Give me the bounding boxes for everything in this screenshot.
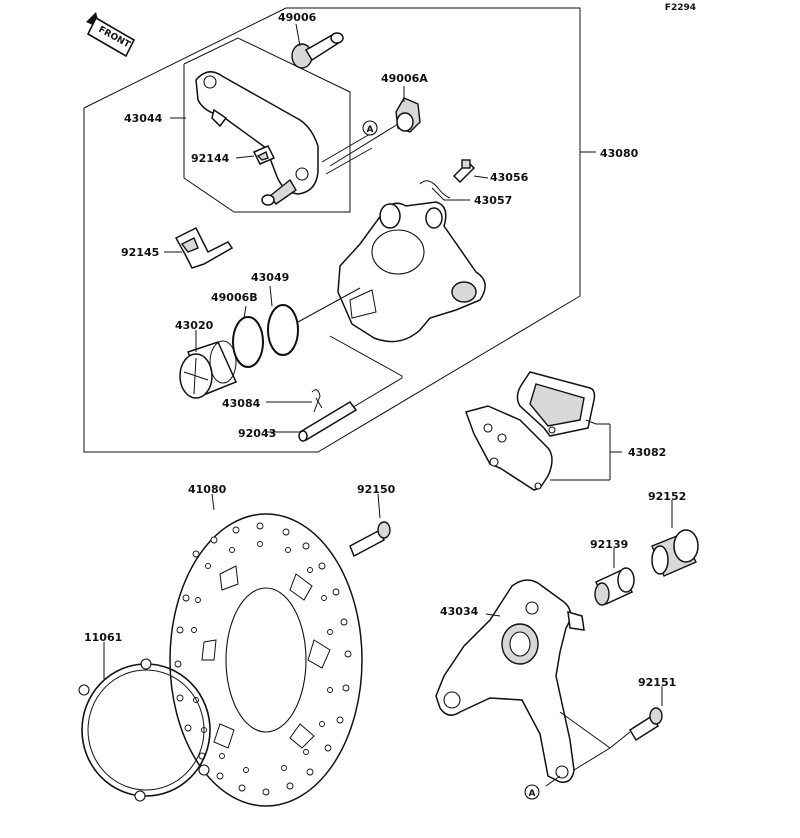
leader-lines: [103, 23, 673, 787]
callout-92151: 92151: [638, 676, 677, 689]
clip-92144: [252, 145, 276, 165]
bolt-92151: [628, 707, 663, 742]
caliper-bracket-43034: [435, 579, 585, 783]
figure-id: F2294: [664, 3, 696, 13]
callout-92144: 92144: [191, 152, 230, 165]
collar-92152: [651, 529, 699, 577]
callout-41080: 41080: [188, 483, 227, 496]
pin-92043: [298, 401, 358, 442]
collar-92139: [594, 567, 635, 606]
pads-43082: [465, 371, 596, 491]
boot-49006A: [395, 97, 421, 133]
callout-43080: 43080: [600, 147, 639, 160]
cap-43057: [419, 180, 451, 199]
caliper-assembly-outline: [83, 7, 581, 453]
bolt-92150: [349, 521, 391, 558]
spring-92145: [174, 226, 234, 269]
ref-marker-a-bottom-text: A: [529, 789, 536, 799]
callout-43056: 43056: [490, 171, 529, 184]
piston-43020: [179, 340, 238, 399]
callout-43020: 43020: [175, 319, 214, 332]
ref-marker-a-top-text: A: [367, 125, 374, 135]
callout-92145: 92145: [121, 246, 160, 259]
callout-43034: 43034: [440, 605, 479, 618]
callout-43057: 43057: [474, 194, 513, 207]
piston-group-frame: [307, 335, 403, 435]
callout-92043: 92043: [238, 427, 277, 440]
callout-43049: 43049: [251, 271, 290, 284]
callout-43044: 43044: [124, 112, 163, 125]
seal-43049: [267, 304, 299, 356]
bleeder-43056: [452, 159, 476, 184]
callout-49006: 49006: [278, 11, 317, 24]
seal-49006B: [232, 316, 264, 368]
callout-11061: 11061: [84, 631, 123, 644]
callout-43082: 43082: [628, 446, 667, 459]
callout-49006b: 49006B: [211, 291, 258, 304]
pin-49006: [291, 32, 344, 69]
ref-marker-a-bottom: [524, 784, 540, 800]
callout-92152: 92152: [648, 490, 687, 503]
callout-43084: 43084: [222, 397, 261, 410]
ref-marker-a-top: [362, 120, 378, 136]
clip-43084: [311, 389, 323, 413]
bracket-43044: [195, 71, 399, 206]
callout-92150: 92150: [357, 483, 396, 496]
brake-disc-41080: [169, 513, 363, 807]
callout-92139: 92139: [590, 538, 629, 551]
caliper-body: [297, 201, 486, 343]
front-arrow-icon: FRONT: [86, 12, 136, 58]
gasket-11061: [78, 658, 211, 802]
bracket-group-frame: [183, 37, 351, 213]
callout-49006a: 49006A: [381, 72, 428, 85]
